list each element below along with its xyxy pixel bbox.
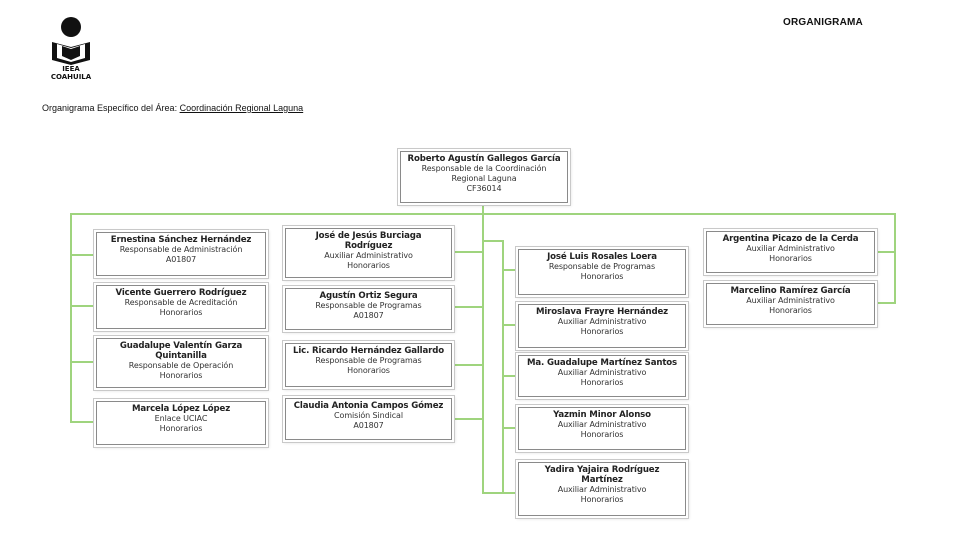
person-name: Vicente Guerrero Rodríguez <box>115 288 247 298</box>
org-box: Marcelino Ramírez García Auxiliar Admini… <box>706 283 875 325</box>
person-name: Agustín Ortiz Segura <box>319 291 418 301</box>
person-name: José de Jesús Burciaga <box>315 231 422 241</box>
position-title: Responsable de Programas <box>548 262 656 271</box>
org-box: Yazmin Minor Alonso Auxiliar Administrat… <box>518 407 686 450</box>
person-name: Yazmin Minor Alonso <box>553 410 651 420</box>
person-name-cont: Rodríguez <box>344 241 393 251</box>
person-name: Claudia Antonia Campos Gómez <box>293 401 444 411</box>
person-name: Marcelino Ramírez García <box>730 286 851 296</box>
connector-col3-branch-2 <box>502 324 518 326</box>
connector-col2-branch-2 <box>452 306 483 308</box>
logo-text-ieea: IEEA <box>62 65 80 73</box>
position-code: A01807 <box>165 255 197 264</box>
connector-col4-branch-2 <box>875 302 895 304</box>
connector-col3-stem <box>482 240 503 242</box>
subtitle-prefix: Organigrama Específico del Área: <box>42 103 178 113</box>
connector-col2-branch-4 <box>452 418 483 420</box>
ieea-coahuila-logo: IEEA COAHUILA <box>48 16 94 81</box>
person-name: Roberto Agustín Gallegos García <box>407 154 561 164</box>
connector-col4-vertical <box>894 213 896 304</box>
position-code: CF36014 <box>466 184 502 193</box>
person-name: Marcela López López <box>131 404 231 414</box>
reader-figure-icon <box>52 17 90 65</box>
position-code: Honorarios <box>580 430 624 439</box>
person-name: Miroslava Frayre Hernández <box>535 307 669 317</box>
position-title: Responsable de Programas <box>315 301 422 310</box>
org-box: Agustín Ortiz Segura Responsable de Prog… <box>285 288 452 330</box>
connector-col1-vertical <box>70 213 72 423</box>
position-code: A01807 <box>353 421 384 430</box>
person-name: Argentina Picazo de la Cerda <box>722 234 859 244</box>
position-code: Honorarios <box>159 424 203 433</box>
connector-col3-branch-3 <box>502 375 518 377</box>
org-box: Yadira Yajaira Rodríguez Martínez Auxili… <box>518 462 686 516</box>
position-code: Honorarios <box>347 261 390 270</box>
position-title: Auxiliar Administrativo <box>557 420 647 429</box>
connector-col3-vertical <box>502 240 504 494</box>
connector-col1-branch-3 <box>70 361 96 363</box>
person-name-cont: Quintanilla <box>155 351 207 361</box>
position-title: Auxiliar Administrativo <box>557 485 647 494</box>
connector-root-down <box>482 203 484 493</box>
org-box: Vicente Guerrero Rodríguez Responsable d… <box>96 285 266 329</box>
position-code: Honorarios <box>580 327 624 336</box>
org-box: Ma. Guadalupe Martínez Santos Auxiliar A… <box>518 355 686 397</box>
position-title: Auxiliar Administrativo <box>557 368 647 377</box>
position-title: Comisión Sindical <box>334 411 403 420</box>
connector-col3-branch-4 <box>502 427 518 429</box>
org-box: Ernestina Sánchez Hernández Responsable … <box>96 232 266 276</box>
connector-col1-branch-1 <box>70 254 96 256</box>
position-code: Honorarios <box>580 378 624 387</box>
position-code: A01807 <box>353 311 384 320</box>
connector-col2-branch-3 <box>452 364 483 366</box>
person-name: Ma. Guadalupe Martínez Santos <box>526 358 678 368</box>
position-title: Responsable de Programas <box>315 356 422 365</box>
position-code: Honorarios <box>159 371 203 380</box>
connector-horizontal-bus <box>70 213 896 215</box>
org-box: José Luis Rosales Loera Responsable de P… <box>518 249 686 295</box>
position-title: Responsable de la Coordinación <box>421 164 547 173</box>
connector-col2-branch-1 <box>452 251 483 253</box>
area-name-link[interactable]: Coordinación Regional Laguna <box>179 103 304 113</box>
connector-col1-branch-4 <box>70 421 96 423</box>
person-name: José Luis Rosales Loera <box>547 252 657 262</box>
position-title: Responsable de Operación <box>128 361 234 370</box>
connector-col3-branch-1 <box>502 269 518 271</box>
connector-col1-branch-2 <box>70 305 96 307</box>
org-box: Claudia Antonia Campos Gómez Comisión Si… <box>285 398 452 440</box>
position-code: Honorarios <box>580 495 624 504</box>
position-code: Honorarios <box>159 308 203 317</box>
org-box: Marcela López López Enlace UCIAC Honorar… <box>96 401 266 445</box>
position-title-cont: Regional Laguna <box>451 174 517 183</box>
logo-text-coahuila: COAHUILA <box>50 73 92 81</box>
person-name: Yadira Yajaira Rodríguez <box>544 465 660 475</box>
page-title: ORGANIGRAMA <box>783 17 863 28</box>
person-name: Lic. Ricardo Hernández Gallardo <box>293 346 444 356</box>
position-title: Auxiliar Administrativo <box>746 296 835 305</box>
connector-col4-branch-1 <box>875 251 895 253</box>
position-code: Honorarios <box>769 254 812 263</box>
position-code: Honorarios <box>769 306 812 315</box>
position-title: Auxiliar Administrativo <box>324 251 413 260</box>
org-box: Guadalupe Valentín Garza Quintanilla Res… <box>96 338 266 388</box>
org-box: José de Jesús Burciaga Rodríguez Auxilia… <box>285 228 452 278</box>
position-code: Honorarios <box>580 272 624 281</box>
person-name: Ernestina Sánchez Hernández <box>110 235 252 245</box>
position-title: Auxiliar Administrativo <box>557 317 647 326</box>
position-title: Responsable de Acreditación <box>124 298 238 307</box>
position-title: Enlace UCIAC <box>154 414 208 423</box>
person-name-cont: Martínez <box>581 475 623 485</box>
org-box: Lic. Ricardo Hernández Gallardo Responsa… <box>285 343 452 387</box>
org-box: Argentina Picazo de la Cerda Auxiliar Ad… <box>706 231 875 273</box>
position-title: Responsable de Administración <box>119 245 243 254</box>
org-box-root: Roberto Agustín Gallegos García Responsa… <box>400 151 568 203</box>
connector-col3-branch-5 <box>482 492 518 494</box>
area-subtitle: Organigrama Específico del Área: Coordin… <box>42 103 303 113</box>
position-title: Auxiliar Administrativo <box>746 244 835 253</box>
org-box: Miroslava Frayre Hernández Auxiliar Admi… <box>518 304 686 348</box>
person-name: Guadalupe Valentín Garza <box>119 341 243 351</box>
position-code: Honorarios <box>347 366 390 375</box>
